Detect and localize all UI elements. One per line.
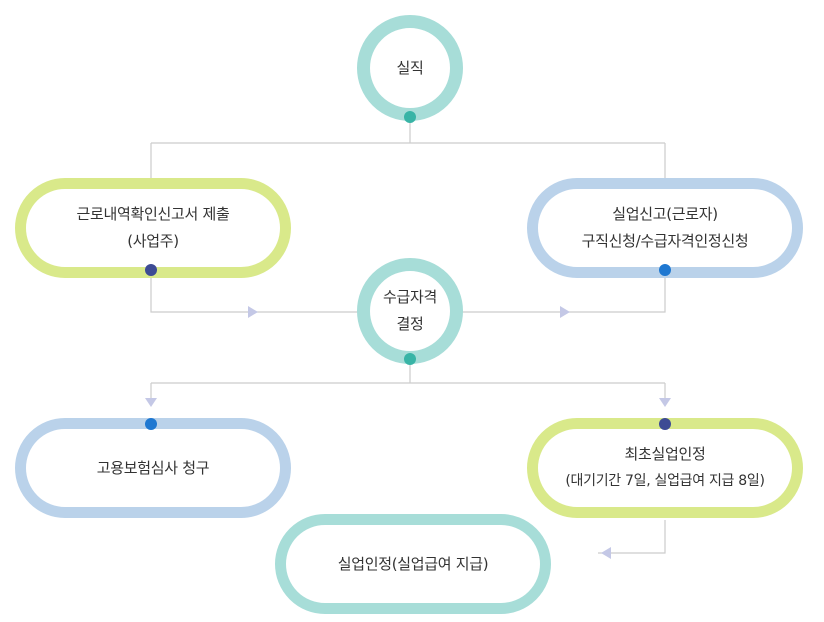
unemployment-claim-label: 실업신고(근로자) xyxy=(612,205,718,223)
connector-dot xyxy=(145,264,157,276)
arrow-down-icon xyxy=(145,398,157,407)
eligibility-decision-label: 수급자격 xyxy=(382,288,437,306)
arrow-left-icon xyxy=(601,547,611,559)
unemployment-claim-sublabel: 구직신청/수급자격인정신청 xyxy=(581,232,749,250)
connector-dot xyxy=(659,418,671,430)
connector-left-to-decision xyxy=(150,276,360,313)
employer-report-label: 근로내역확인신고서 제출 xyxy=(76,205,230,223)
job-loss-label: 실직 xyxy=(396,58,424,77)
connector-dot xyxy=(145,418,157,430)
employer-report-node: 근로내역확인신고서 제출 (사업주) xyxy=(15,178,291,278)
arrow-right-icon xyxy=(560,306,570,318)
insurance-review-label: 고용보험심사 청구 xyxy=(96,458,210,477)
arrow-down-icon xyxy=(659,398,671,407)
first-recognition-label: 최초실업인정 xyxy=(624,445,706,463)
connector-top-branch xyxy=(150,118,666,180)
connector-first-to-final xyxy=(598,520,666,554)
first-recognition-node: 최초실업인정 (대기기간 7일, 실업급여 지급 8일) xyxy=(527,418,803,518)
employer-report-sublabel: (사업주) xyxy=(127,232,179,250)
connector-dot xyxy=(404,111,416,123)
recognition-payment-node: 실업인정(실업급여 지급) xyxy=(275,514,551,614)
connector-dot xyxy=(659,264,671,276)
eligibility-decision-sublabel: 결정 xyxy=(396,315,424,333)
insurance-review-node: 고용보험심사 청구 xyxy=(15,418,291,518)
unemployment-claim-node: 실업신고(근로자) 구직신청/수급자격인정신청 xyxy=(527,178,803,278)
connector-decision-to-right xyxy=(460,276,666,313)
job-loss-node: 실직 xyxy=(357,15,463,121)
arrow-right-icon xyxy=(248,306,258,318)
connector-bottom-branch xyxy=(150,360,666,400)
connector-dot xyxy=(404,353,416,365)
recognition-payment-label: 실업인정(실업급여 지급) xyxy=(337,554,489,573)
eligibility-decision-node: 수급자격 결정 xyxy=(357,258,463,364)
first-recognition-sublabel: (대기기간 7일, 실업급여 지급 8일) xyxy=(565,473,765,489)
